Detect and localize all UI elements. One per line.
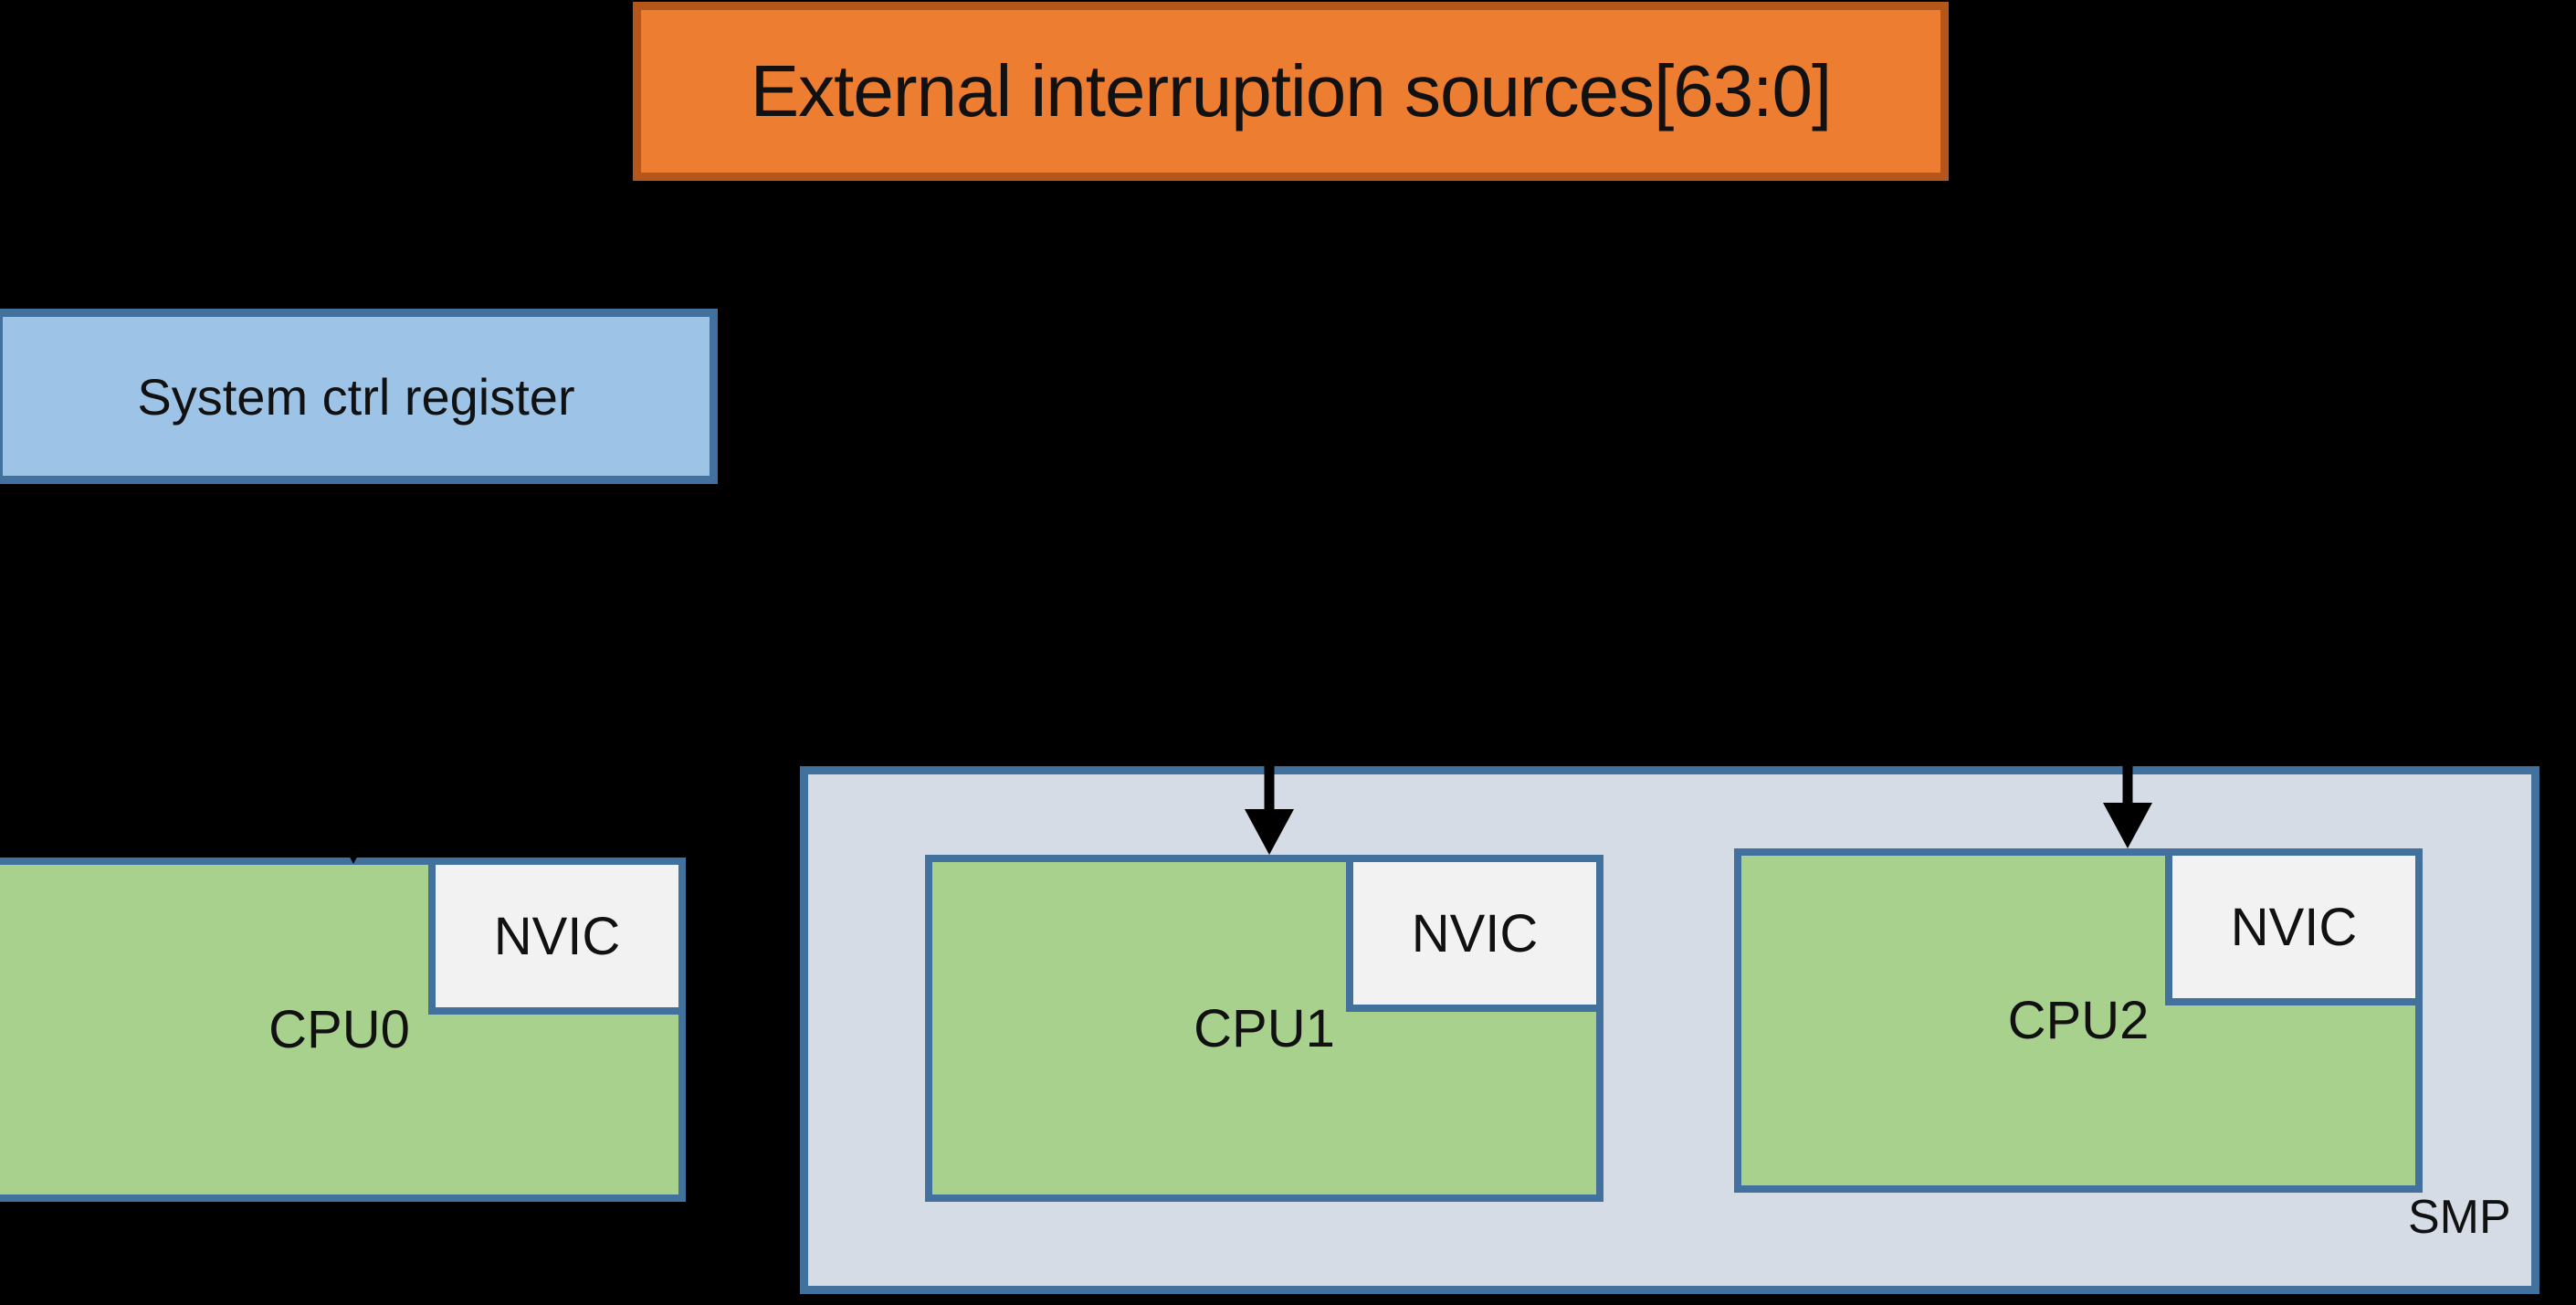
cpu2-nvic-box: NVIC xyxy=(2165,848,2423,1005)
cpu2-label: CPU2 xyxy=(2007,991,2150,1050)
external-interrupt-sources-box: External interruption sources[63:0] xyxy=(633,2,1949,181)
cpu1-label: CPU1 xyxy=(1193,998,1335,1058)
arrow-head xyxy=(1245,809,1294,855)
external-interrupt-sources-label: External interruption sources[63:0] xyxy=(750,50,1832,132)
cpu1-box: CPU1 NVIC xyxy=(925,855,1603,1202)
cpu1-nvic-box: NVIC xyxy=(1346,855,1603,1012)
cpu2-nvic-label: NVIC xyxy=(2230,897,2358,957)
smp-label: SMP xyxy=(2408,1191,2511,1244)
cpu1-nvic-label: NVIC xyxy=(1411,903,1539,963)
arrow-shaft xyxy=(1264,621,1275,809)
arrow-head xyxy=(2103,803,2152,848)
cpu0-nvic-label: NVIC xyxy=(493,906,621,966)
arrow-shaft xyxy=(2122,621,2133,803)
system-ctrl-register-box: System ctrl register xyxy=(0,309,718,484)
system-ctrl-register-label: System ctrl register xyxy=(137,367,575,426)
arrow-head xyxy=(329,818,378,864)
cpu0-nvic-box: NVIC xyxy=(428,858,686,1015)
cpu0-label: CPU0 xyxy=(268,1000,410,1059)
cpu0-box: CPU0 NVIC xyxy=(0,858,686,1202)
cpu2-box: CPU2 NVIC xyxy=(1734,848,2423,1193)
arrow-shaft xyxy=(348,639,359,818)
